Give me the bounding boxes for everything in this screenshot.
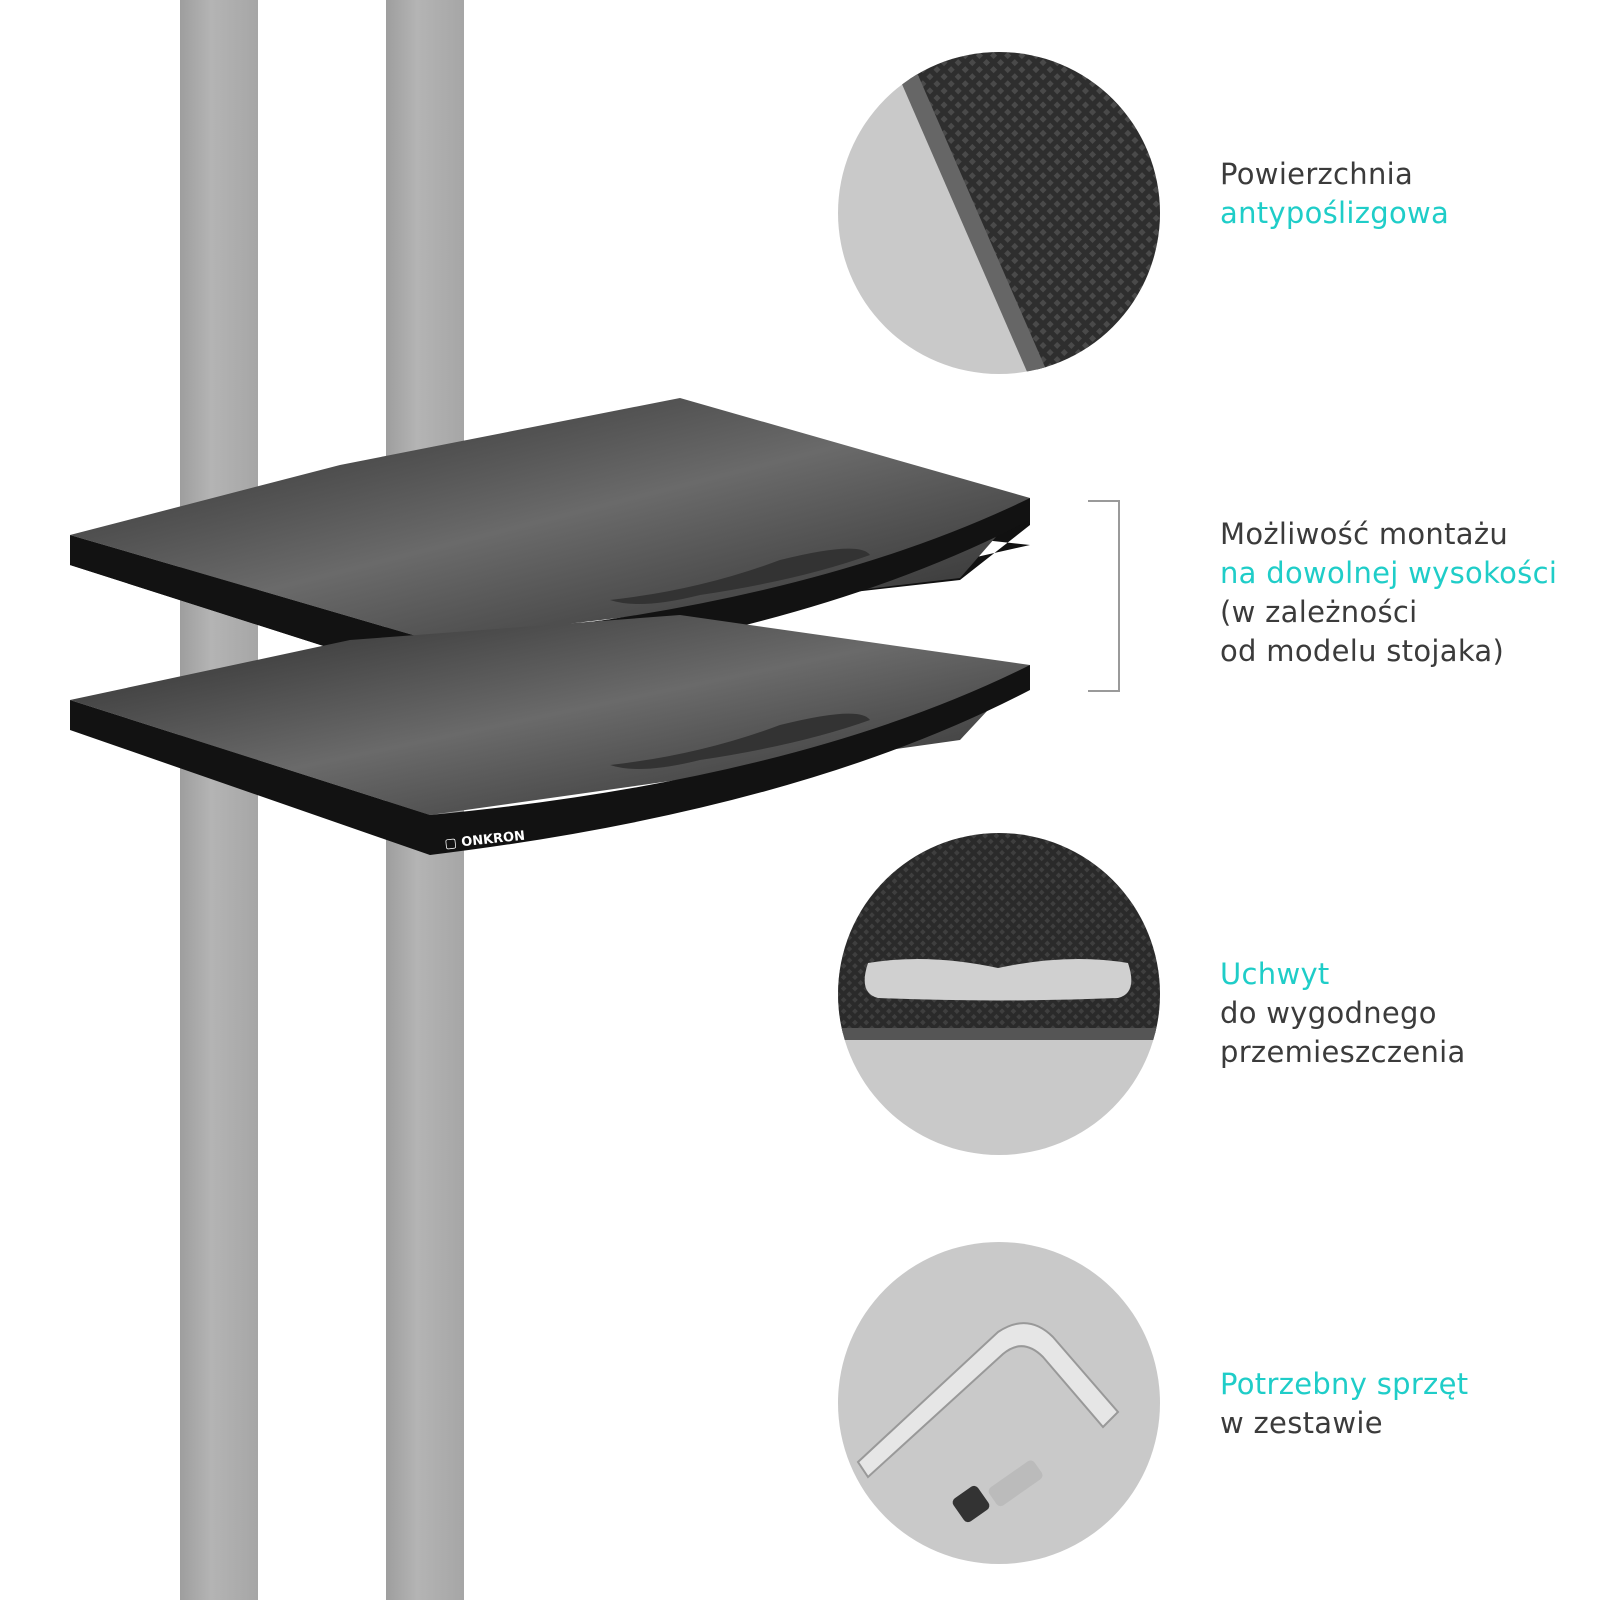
feature-line: przemieszczenia (1220, 1035, 1466, 1069)
feature-handle: Uchwyt do wygodnego przemieszczenia (1220, 955, 1466, 1072)
feature-line: (w zależności (1220, 595, 1418, 629)
stand-pole-left (180, 0, 258, 1600)
detail-hardware (838, 1242, 1160, 1564)
feature-accent: Potrzebny sprzęt (1220, 1367, 1469, 1401)
feature-line: Powierzchnia (1220, 157, 1414, 191)
feature-height: Możliwość montażu na dowolnej wysokości … (1220, 515, 1557, 671)
feature-line: do wygodnego (1220, 996, 1437, 1030)
feature-antislip: Powierzchnia antypoślizgowa (1220, 155, 1449, 233)
feature-accent: na dowolnej wysokości (1220, 556, 1558, 590)
detail-handle (838, 833, 1160, 1155)
detail-antislip-surface (838, 52, 1160, 374)
upper-shelf (70, 398, 1030, 680)
feature-line: Możliwość montażu (1220, 517, 1509, 551)
lower-shelf: ▢ ONKRON (70, 615, 1030, 855)
feature-line: w zestawie (1220, 1406, 1383, 1440)
height-bracket (1088, 500, 1120, 692)
feature-accent: Uchwyt (1220, 957, 1330, 991)
feature-hardware: Potrzebny sprzęt w zestawie (1220, 1365, 1468, 1443)
feature-line: od modelu stojaka) (1220, 634, 1505, 668)
feature-accent: antypoślizgowa (1220, 196, 1450, 230)
